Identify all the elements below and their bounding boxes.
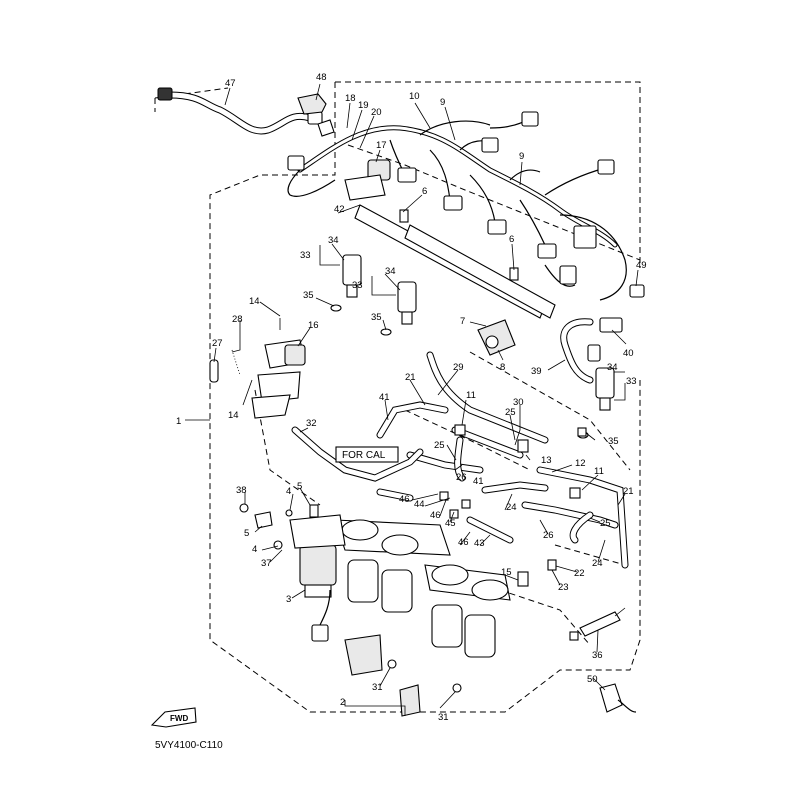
callout-26: 26 (456, 472, 467, 483)
callout-6: 6 (422, 186, 427, 197)
callout-24: 24 (592, 558, 603, 569)
callout-38: 38 (236, 485, 247, 496)
callout-24: 24 (506, 502, 517, 513)
callout-42: 42 (334, 204, 345, 215)
callout-47: 47 (225, 78, 236, 89)
callout-46: 46 (430, 510, 441, 521)
wire-harness (287, 111, 645, 301)
callout-30: 30 (513, 397, 524, 408)
callout-48: 48 (316, 72, 327, 83)
callout-34: 34 (385, 266, 396, 277)
callout-14: 14 (249, 296, 260, 307)
callout-31: 31 (372, 682, 383, 693)
tps-sensor (344, 634, 462, 717)
vacuum-hoses (376, 351, 629, 569)
callout-6: 6 (509, 234, 514, 245)
throttle-cable (291, 426, 424, 482)
callout-14: 14 (228, 410, 239, 421)
hose-39 (560, 317, 623, 384)
callout-36: 36 (592, 650, 603, 661)
callout-37: 37 (261, 558, 272, 569)
bracket-48 (297, 93, 335, 137)
callout-25: 25 (600, 518, 611, 529)
small-parts-left (239, 503, 319, 550)
callout-34: 34 (328, 235, 339, 246)
callout-33: 33 (352, 280, 363, 291)
callout-21: 21 (623, 486, 634, 497)
callout-28: 28 (232, 314, 243, 325)
dashed-boundary (154, 81, 641, 713)
callout-12: 12 (575, 458, 586, 469)
callout-11: 11 (594, 466, 604, 477)
bracket-50 (599, 683, 637, 713)
callout-45: 45 (445, 518, 456, 529)
callout-19: 19 (358, 100, 369, 111)
callout-1: 1 (176, 416, 181, 427)
for-cal-box: FOR CAL (335, 446, 399, 463)
callout-29: 29 (453, 362, 464, 373)
callouts: 47 48 18 19 20 10 9 9 17 6 42 34 33 6 34… (176, 72, 647, 723)
throttle-body (289, 514, 511, 658)
callout-46: 46 (399, 494, 410, 505)
callout-27: 27 (212, 338, 223, 349)
callout-32: 32 (306, 418, 317, 429)
callout-41: 41 (473, 476, 484, 487)
callout-33: 33 (626, 376, 637, 387)
callout-17: 17 (376, 140, 387, 151)
callout-15: 15 (501, 567, 512, 578)
fuel-rail-lower (404, 224, 556, 356)
callout-23: 23 (558, 582, 569, 593)
callout-25: 25 (434, 440, 445, 451)
callout-11: 11 (466, 390, 476, 401)
callout-5: 5 (244, 528, 249, 539)
hose-47 (157, 87, 323, 135)
callout-49: 49 (636, 260, 647, 271)
callout-26: 26 (543, 530, 554, 541)
callout-7: 7 (460, 316, 465, 327)
diagram-code: 5VY4100-C110 (155, 740, 223, 751)
callout-21: 21 (405, 372, 416, 383)
callout-41: 41 (379, 392, 390, 403)
callout-35: 35 (608, 436, 619, 447)
callout-22: 22 (574, 568, 585, 579)
for-cal-label: FOR CAL (342, 450, 386, 461)
callout-33: 33 (300, 250, 311, 261)
callout-20: 20 (371, 107, 382, 118)
callout-9: 9 (440, 97, 445, 108)
callout-50: 50 (587, 674, 598, 685)
callout-16: 16 (308, 320, 319, 331)
callout-46: 46 (458, 537, 469, 548)
callout-34: 34 (607, 362, 618, 373)
callout-4: 4 (286, 486, 291, 497)
callout-35: 35 (303, 290, 314, 301)
callout-25: 25 (505, 407, 516, 418)
callout-44: 44 (414, 499, 425, 510)
callout-5: 5 (297, 481, 302, 492)
callout-40: 40 (623, 348, 634, 359)
callout-9: 9 (519, 151, 524, 162)
fwd-arrow: FWD (150, 707, 197, 728)
throttle-pulley (209, 318, 306, 419)
fittings (439, 424, 626, 641)
callout-39: 39 (531, 366, 542, 377)
callout-3: 3 (286, 594, 291, 605)
leader-lines (185, 83, 639, 716)
callout-4: 4 (252, 544, 257, 555)
callout-18: 18 (345, 93, 356, 104)
callout-43: 43 (474, 538, 485, 549)
callout-2: 2 (340, 697, 345, 708)
callout-13: 13 (541, 455, 552, 466)
callout-35: 35 (371, 312, 382, 323)
fwd-label: FWD (170, 714, 188, 723)
callout-31: 31 (438, 712, 449, 723)
callout-8: 8 (500, 362, 505, 373)
callout-10: 10 (409, 91, 420, 102)
